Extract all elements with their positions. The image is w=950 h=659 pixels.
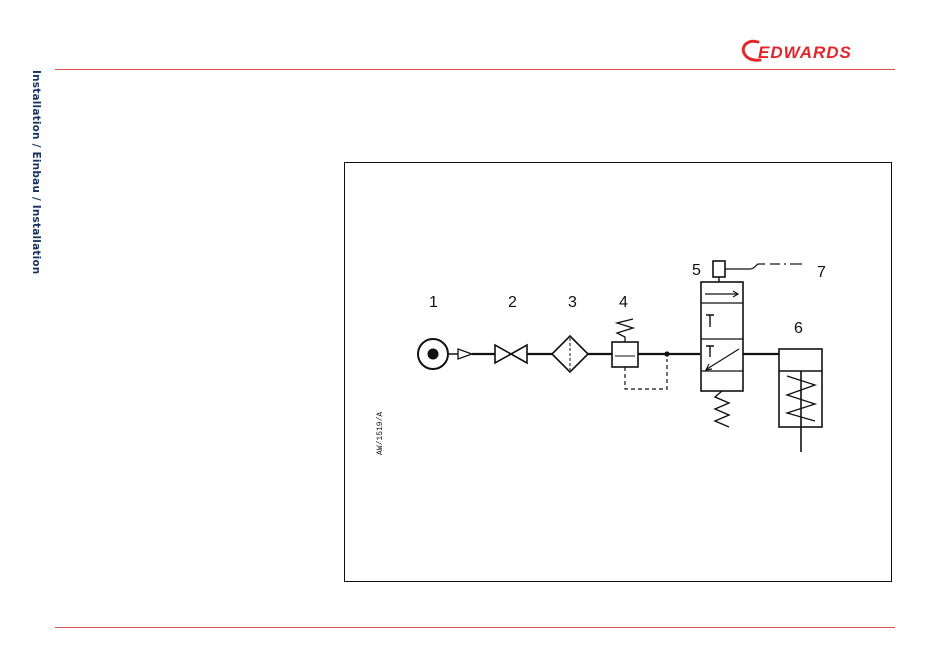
edwards-logo: EDWARDS: [738, 36, 898, 68]
callout-4: 4: [619, 294, 628, 311]
footer-rule: [55, 627, 895, 628]
callout-6: 6: [794, 320, 803, 337]
actuator-cylinder-symbol: [779, 349, 822, 452]
air-supply-symbol: [418, 339, 472, 369]
brand-name: EDWARDS: [758, 43, 852, 62]
pneumatic-schematic: 1 2 3 4 5 6 7 AW/1519/A: [345, 163, 891, 581]
figure-frame: 1 2 3 4 5 6 7 AW/1519/A: [344, 162, 892, 582]
callout-1: 1: [429, 294, 438, 311]
callout-7: 7: [817, 264, 826, 281]
callout-2: 2: [508, 294, 517, 311]
header-rule: [55, 69, 895, 70]
electrical-connection-line: [725, 264, 802, 269]
figure-reference: AW/1519/A: [376, 412, 385, 455]
filter-symbol: [552, 336, 588, 372]
solenoid-valve-symbol: [701, 261, 743, 427]
callout-3: 3: [568, 294, 577, 311]
section-side-label: Installation / Einbau / Installation: [30, 70, 42, 274]
callout-5: 5: [692, 262, 701, 279]
isolation-valve-symbol: [495, 345, 527, 363]
